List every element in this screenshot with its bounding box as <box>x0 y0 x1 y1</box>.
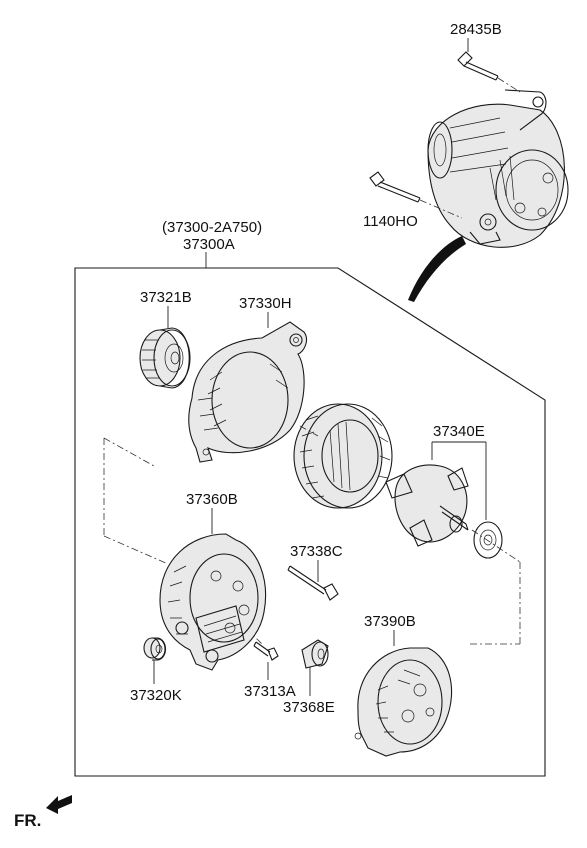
front-bracket-37330h-icon[interactable] <box>188 312 307 463</box>
pulley-37321b-icon[interactable] <box>139 306 191 389</box>
label-assembly-alt: (37300-2A750) <box>162 219 262 236</box>
front-direction-indicator: FR. <box>14 795 72 830</box>
label-37320k: 37320K <box>130 687 182 704</box>
label-37360b: 37360B <box>186 491 238 508</box>
bolt-1140ho-icon <box>369 171 463 219</box>
label-37368e: 37368E <box>283 699 335 716</box>
assembly-outline-box <box>74 267 546 777</box>
rear-cover-37390b-icon[interactable] <box>354 630 453 757</box>
label-37390b: 37390B <box>364 613 416 630</box>
label-37340e: 37340E <box>433 423 485 440</box>
label-37321b: 37321B <box>140 289 192 306</box>
label-37338c: 37338C <box>290 543 343 560</box>
label-37330h: 37330H <box>239 295 292 312</box>
front-arrow-icon <box>46 795 72 814</box>
location-pointer-icon <box>408 236 466 302</box>
rotor-37340e-icon[interactable] <box>385 441 521 644</box>
label-28435b: 28435B <box>450 21 502 38</box>
front-label: FR. <box>14 811 41 830</box>
stator-icon[interactable] <box>293 403 393 509</box>
alternator-assembly-illustration[interactable] <box>369 38 569 302</box>
label-37313a: 37313A <box>244 683 296 700</box>
brush-holder-37368e-icon[interactable] <box>301 639 329 696</box>
rear-bracket-37360b-icon[interactable] <box>159 508 267 671</box>
bolt-28435b-icon <box>457 38 521 93</box>
screw-37313a-icon[interactable] <box>253 641 279 680</box>
label-1140ho: 1140HO <box>363 213 418 230</box>
label-37300a: 37300A <box>183 236 235 253</box>
bearing-37320k-icon[interactable] <box>143 637 167 684</box>
through-bolt-37338c-icon[interactable] <box>287 560 339 601</box>
